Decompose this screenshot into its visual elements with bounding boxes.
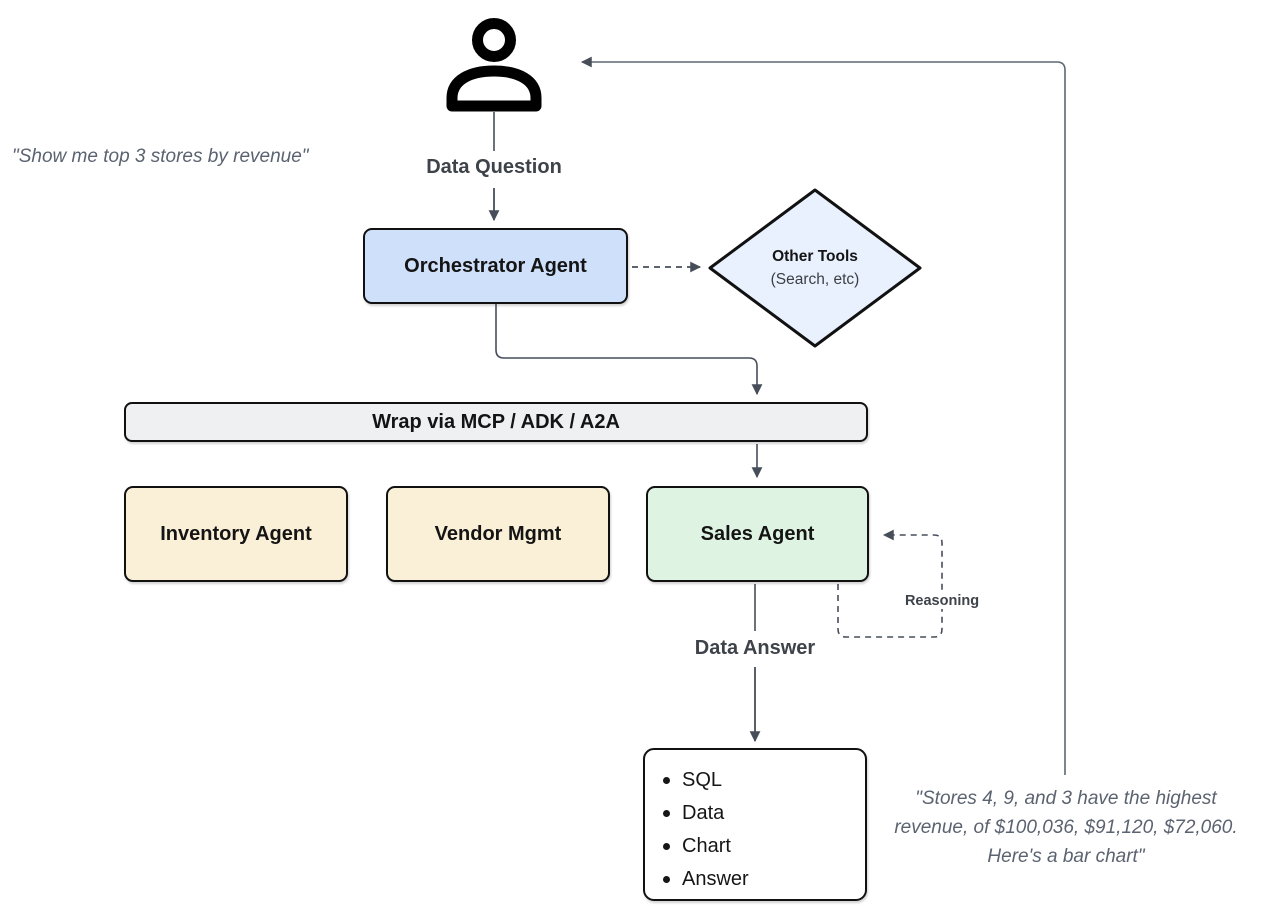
- user-request-quote: "Show me top 3 stores by revenue": [12, 146, 309, 167]
- data-question-label: Data Question: [426, 156, 562, 178]
- vendor-mgmt-label: Vendor Mgmt: [434, 522, 562, 545]
- bullet-icon: [663, 843, 670, 850]
- answer-quote-line-2: revenue, of $100,036, $91,120, $72,060.: [894, 817, 1238, 838]
- user-node: [446, 10, 542, 112]
- other-tools-node: Other Tools (Search, etc): [706, 186, 924, 350]
- vendor-mgmt-node: Vendor Mgmt: [386, 486, 610, 582]
- output-item-chart: Chart: [663, 830, 865, 863]
- answer-quote-line-3: Here's a bar chart": [987, 846, 1145, 867]
- bullet-icon: [663, 810, 670, 817]
- inventory-agent-label: Inventory Agent: [160, 522, 312, 545]
- orchestrator-agent-label: Orchestrator Agent: [404, 254, 587, 277]
- sales-agent-label: Sales Agent: [700, 522, 815, 545]
- inventory-agent-node: Inventory Agent: [124, 486, 348, 582]
- wrap-protocol-bar: Wrap via MCP / ADK / A2A: [124, 402, 868, 442]
- answer-quote: "Stores 4, 9, and 3 have the highest rev…: [868, 784, 1264, 871]
- answer-quote-line-1: "Stores 4, 9, and 3 have the highest: [915, 788, 1217, 809]
- sales-agent-node: Sales Agent: [646, 486, 869, 582]
- orchestrator-agent-node: Orchestrator Agent: [363, 228, 628, 304]
- output-node: SQL Data Chart Answer: [643, 748, 867, 901]
- other-tools-subtitle: (Search, etc): [770, 271, 860, 288]
- output-list: SQL Data Chart Answer: [645, 764, 865, 896]
- output-item-data: Data: [663, 797, 865, 830]
- output-item-answer: Answer: [663, 863, 865, 896]
- data-answer-label: Data Answer: [694, 637, 816, 659]
- reasoning-label: Reasoning: [890, 593, 994, 609]
- wrap-protocol-label: Wrap via MCP / ADK / A2A: [372, 410, 620, 433]
- output-item-sql: SQL: [663, 764, 865, 797]
- other-tools-title: Other Tools: [772, 248, 858, 265]
- bullet-icon: [663, 777, 670, 784]
- person-icon: [446, 18, 542, 112]
- bullet-icon: [663, 876, 670, 883]
